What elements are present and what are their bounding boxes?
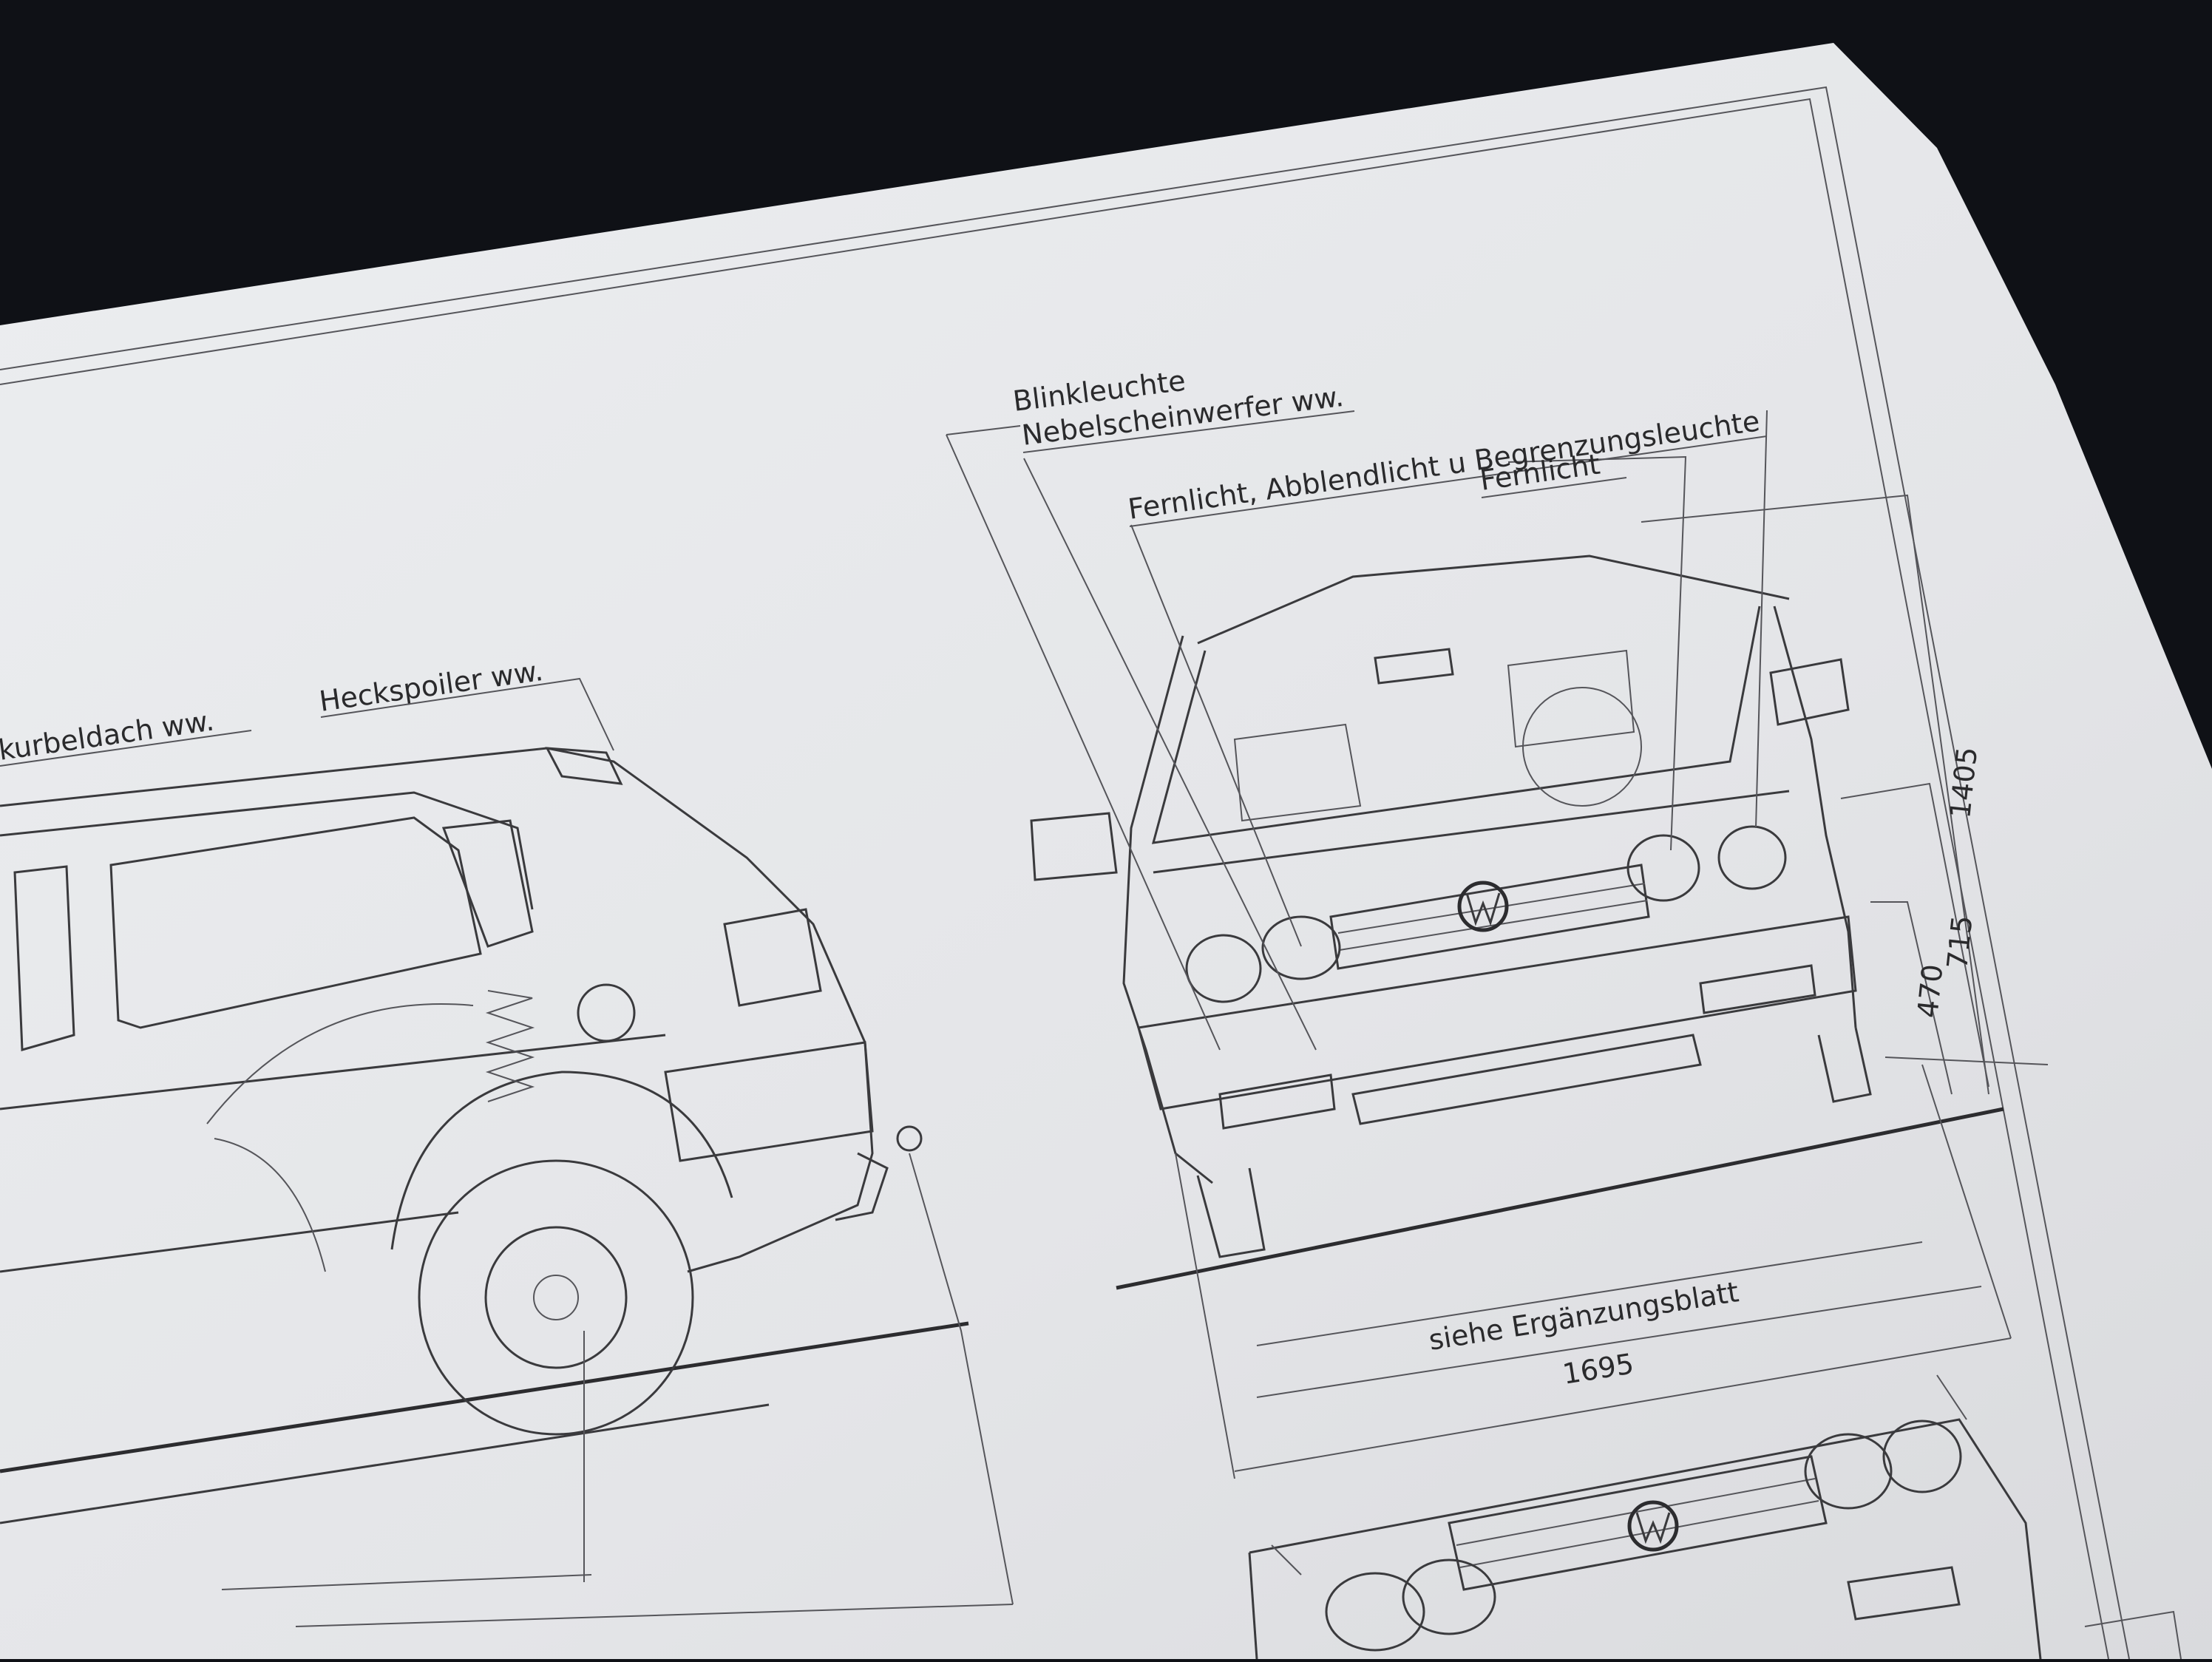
- side-view-drawing: [0, 747, 1014, 1627]
- dim-715: 715: [1941, 914, 1978, 971]
- dim-470: 470: [1911, 963, 1949, 1020]
- drawing-border: [0, 86, 2130, 1660]
- front-view-drawing: [946, 410, 2049, 1479]
- lower-front-view-drawing: [1248, 1374, 2182, 1660]
- paper-sheet: [0, 43, 2212, 1659]
- vw-logo-icon: [1457, 881, 1509, 932]
- dim-1405: 1405: [1944, 745, 1984, 820]
